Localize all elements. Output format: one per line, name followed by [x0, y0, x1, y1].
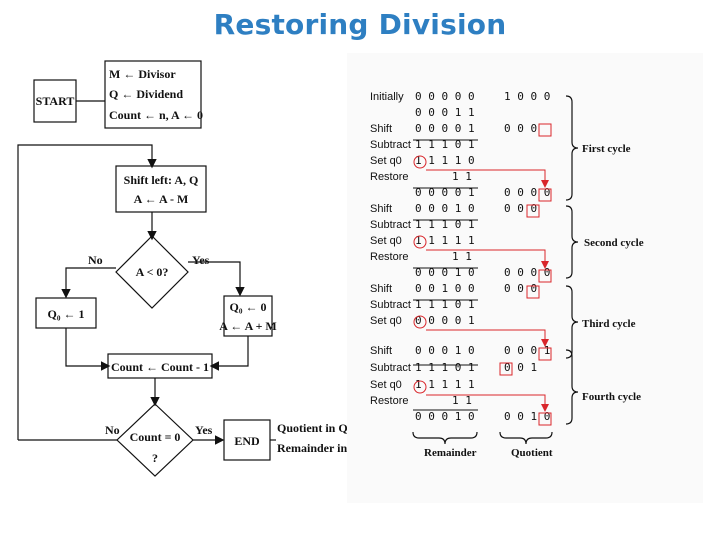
row-a-bits: 0 0 0 1 0 — [415, 202, 475, 215]
count-box — [107, 353, 213, 379]
start-label: START — [36, 94, 75, 108]
row-a-bits: 1 1 — [452, 250, 472, 263]
cycle-label-2: Second cycle — [584, 237, 644, 249]
row-q-bits: 1 0 0 0 — [504, 90, 550, 103]
row-label: Subtract — [370, 299, 411, 311]
row-q-bits: 0 0 0 — [504, 122, 537, 135]
row-a-bits: 1 1 1 0 1 — [415, 361, 475, 374]
row-a-bits: 0 0 0 0 0 — [415, 90, 475, 103]
cycle-label-3: Third cycle — [582, 318, 636, 330]
row-label: Shift — [370, 345, 392, 357]
cycle-labels: First cycle Second cycle Third cycle Fou… — [424, 143, 644, 459]
cycle-label-1: First cycle — [582, 143, 631, 155]
shift-line-1: Shift left: A, Q — [124, 173, 199, 187]
row-a-bits: 1 1 1 0 1 — [415, 298, 475, 311]
row-a-bits: 1 1 1 1 1 — [415, 234, 475, 247]
row-q-bits: 0 0 0 0 — [504, 186, 550, 199]
row-label: Restore — [370, 395, 409, 407]
row-q-bits: 0 0 0 1 — [504, 344, 550, 357]
row-a-bits: 1 1 1 1 1 — [415, 378, 475, 391]
cycle-braces — [412, 95, 579, 445]
result-line-2: Remainder in A — [277, 441, 358, 455]
example-annotations — [413, 123, 552, 426]
row-label: Set q0 — [370, 155, 402, 167]
row-label: Initially — [370, 91, 404, 103]
row-label: Set q0 — [370, 315, 402, 327]
row-label: Shift — [370, 123, 392, 135]
quotient-label: Quotient — [511, 447, 553, 459]
row-label: Set q0 — [370, 379, 402, 391]
decision-2-line-2: ? — [152, 451, 158, 465]
slide-title: Restoring Division — [213, 8, 507, 41]
loop-line — [17, 144, 157, 440]
init-line-2: Q ← Dividend — [109, 87, 183, 101]
q0-set-one-label: Q₀ ← 1 — [48, 307, 85, 321]
decision-diamond-2 — [116, 403, 194, 477]
row-a-bits: 0 0 1 0 0 — [415, 282, 475, 295]
decision-1-no: No — [88, 253, 103, 267]
row-q-bits: 0 0 0 — [504, 282, 537, 295]
row-label: Subtract — [370, 139, 411, 151]
restore-label: A ← A + M — [219, 319, 277, 333]
q0-set-zero-label: Q₀ ← 0 — [230, 300, 267, 314]
decision-2-yes: Yes — [195, 423, 213, 437]
end-label: END — [234, 434, 260, 448]
row-label: Set q0 — [370, 235, 402, 247]
row-label: Restore — [370, 251, 409, 263]
init-line-3: Count ← n, A ← 0 — [109, 108, 203, 122]
row-a-bits: 0 0 0 0 1 — [415, 122, 475, 135]
example-rules — [413, 139, 478, 411]
decision-1-label: A < 0? — [136, 265, 169, 279]
cycle-label-4: Fourth cycle — [582, 391, 641, 403]
flowchart-text: START M ← Divisor Q ← Dividend Count ← n… — [36, 67, 359, 465]
row-a-bits: 1 1 1 0 1 — [415, 138, 475, 151]
row-label: Restore — [370, 171, 409, 183]
row-label: Shift — [370, 283, 392, 295]
row-a-bits: 1 1 1 0 1 — [415, 218, 475, 231]
row-label: Shift — [370, 203, 392, 215]
count-label: Count ← Count - 1 — [111, 360, 209, 374]
flowchart — [17, 60, 276, 477]
row-q-bits: 0 0 1 0 — [504, 410, 550, 423]
row-a-bits: 0 0 0 1 1 — [415, 106, 475, 119]
result-line-1: Quotient in Q — [277, 421, 348, 435]
decision-diamond-1 — [115, 235, 189, 309]
init-line-1: M ← Divisor — [109, 67, 176, 81]
row-label: Subtract — [370, 362, 411, 374]
example-panel — [347, 53, 703, 503]
row-label: Subtract — [370, 219, 411, 231]
row-a-bits: 1 1 — [452, 170, 472, 183]
row-a-bits: 0 0 0 1 0 — [415, 266, 475, 279]
decision-2-line-1: Count = 0 — [130, 430, 181, 444]
row-a-bits: 0 0 0 1 0 — [415, 344, 475, 357]
row-a-bits: 0 0 0 0 1 — [415, 186, 475, 199]
shift-box — [115, 165, 207, 213]
row-a-bits: 1 1 1 1 0 — [415, 154, 475, 167]
init-box — [104, 60, 202, 129]
decision-2-no: No — [105, 423, 120, 437]
row-a-bits: 0 0 0 0 1 — [415, 314, 475, 327]
row-a-bits: 0 0 0 1 0 — [415, 410, 475, 423]
decision-1-yes: Yes — [192, 253, 210, 267]
row-q-bits: 0 0 0 0 — [504, 266, 550, 279]
row-q-bits: 0 0 0 — [504, 202, 537, 215]
shift-line-2: A ← A - M — [134, 192, 189, 206]
row-a-bits: 1 1 — [452, 394, 472, 407]
remainder-label: Remainder — [424, 447, 477, 459]
